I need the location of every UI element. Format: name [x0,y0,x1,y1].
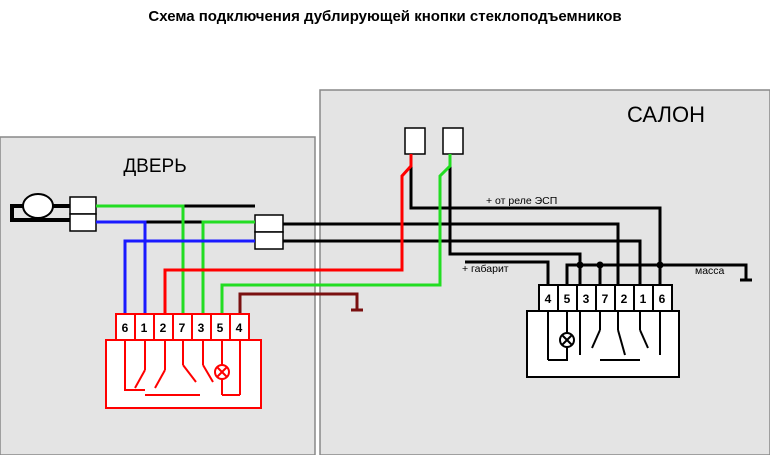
red-wires [163,154,413,314]
salon-panel [319,89,770,455]
salon-pin-label: 5 [564,292,571,306]
salon-pin-label: 4 [545,292,552,306]
salon-label: САЛОН [627,102,705,127]
salon-pin-row [538,284,673,312]
window-motor [10,193,70,222]
ground-label: масса [695,265,725,277]
door-pin-label: 7 [179,321,186,335]
salon-pin-label: 1 [640,292,647,306]
salon-pin-label: 7 [602,292,609,306]
salon-pin-label: 6 [659,292,666,306]
door-pin-label: 2 [160,321,167,335]
brown-ground-wire [238,292,363,314]
black-wires [96,154,752,285]
relay-label: + от реле ЭСП [486,195,557,207]
door-pin-row [115,313,250,341]
green-wires [96,154,452,314]
door-pin-label: 6 [122,321,129,335]
salon-pin-label: 3 [583,292,590,306]
salon-connector-green [442,127,464,155]
salon-pin-labels: 4 5 3 7 2 1 6 [545,292,666,306]
door-connector-right [254,214,284,250]
blue-wires [96,220,255,314]
salon-switch [526,310,680,378]
door-pin-label: 5 [217,321,224,335]
door-pin-label: 4 [236,321,243,335]
wire-junctions [576,261,664,269]
door-connector-left [69,196,97,232]
door-pin-label: 3 [198,321,205,335]
door-pin-label: 1 [141,321,148,335]
parking-label: + габарит [462,263,509,275]
salon-pin-label: 2 [621,292,628,306]
door-pin-labels: 6 1 2 7 3 5 4 [122,321,243,335]
diagram-title: Схема подключения дублирующей кнопки сте… [148,8,622,25]
door-label: ДВЕРЬ [123,156,186,177]
door-switch [105,339,262,409]
salon-connector-red [404,127,426,155]
